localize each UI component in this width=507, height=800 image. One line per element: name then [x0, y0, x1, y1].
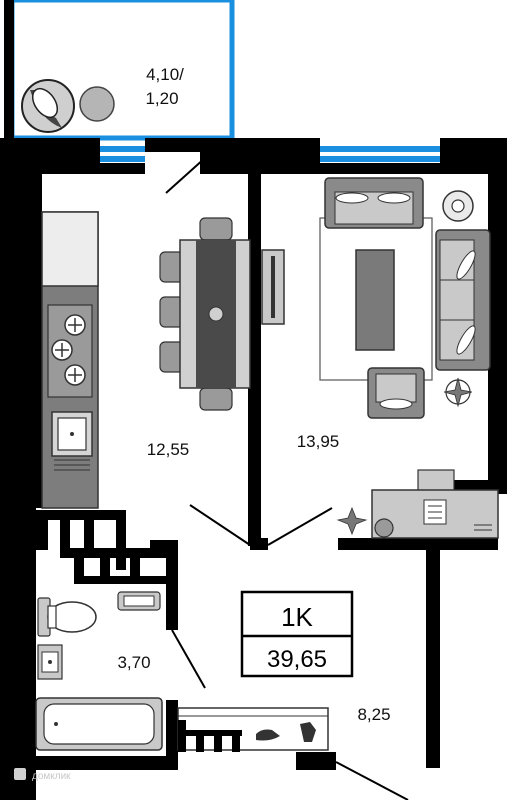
stove-icon [47, 304, 93, 398]
coffee-table-icon [355, 249, 395, 351]
living-room: 13,95 [267, 177, 499, 546]
bathroom: 3,70 [35, 510, 206, 751]
desk-flower-icon [336, 506, 368, 536]
apartment-summary: 1K 39,65 [240, 590, 354, 678]
kitchen: 12,55 [41, 211, 251, 546]
balcony-table-icon [79, 86, 115, 122]
apartment-type-label: 1K [281, 602, 313, 632]
bathroom-area-label: 3,70 [117, 653, 150, 672]
flower-icon [443, 377, 473, 408]
hallway: 8,25 [177, 705, 409, 800]
kitchen-area-label: 12,55 [147, 440, 190, 459]
watermark-logo-icon [14, 768, 26, 780]
toilet-icon [37, 597, 97, 637]
bathroom-sink-icon [37, 644, 63, 680]
watermark: домклик [14, 768, 71, 782]
entrance-door [335, 761, 409, 800]
tv-icon [261, 249, 285, 325]
bathroom-door [171, 629, 206, 689]
shaft [36, 510, 170, 584]
sink-icon [51, 411, 93, 471]
plant-icon [442, 190, 474, 222]
balcony-area-reduced-label: 1,20 [145, 89, 178, 108]
armchair-top-icon [324, 177, 424, 229]
living-room-door [267, 507, 333, 546]
balcony-area-label: 4,10/ [146, 65, 184, 84]
hallway-area-label: 8,25 [357, 705, 390, 724]
balcony-chair-icon [21, 79, 75, 133]
washing-machine-icon [117, 591, 161, 611]
windows [100, 146, 440, 174]
living-room-area-label: 13,95 [297, 432, 340, 451]
dining-table-icon [159, 217, 251, 411]
kitchen-door [189, 504, 251, 546]
watermark-text: домклик [32, 771, 71, 782]
armchair-bottom-icon [367, 367, 425, 419]
bathtub-icon [35, 697, 163, 751]
sofa-icon [435, 229, 491, 371]
balcony: 4,10/ 1,20 [4, 0, 235, 145]
shoes-icon [256, 722, 316, 742]
balcony-door [165, 157, 206, 194]
total-area-label: 39,65 [267, 646, 327, 673]
desk-icon [371, 469, 499, 539]
walls [0, 138, 507, 800]
